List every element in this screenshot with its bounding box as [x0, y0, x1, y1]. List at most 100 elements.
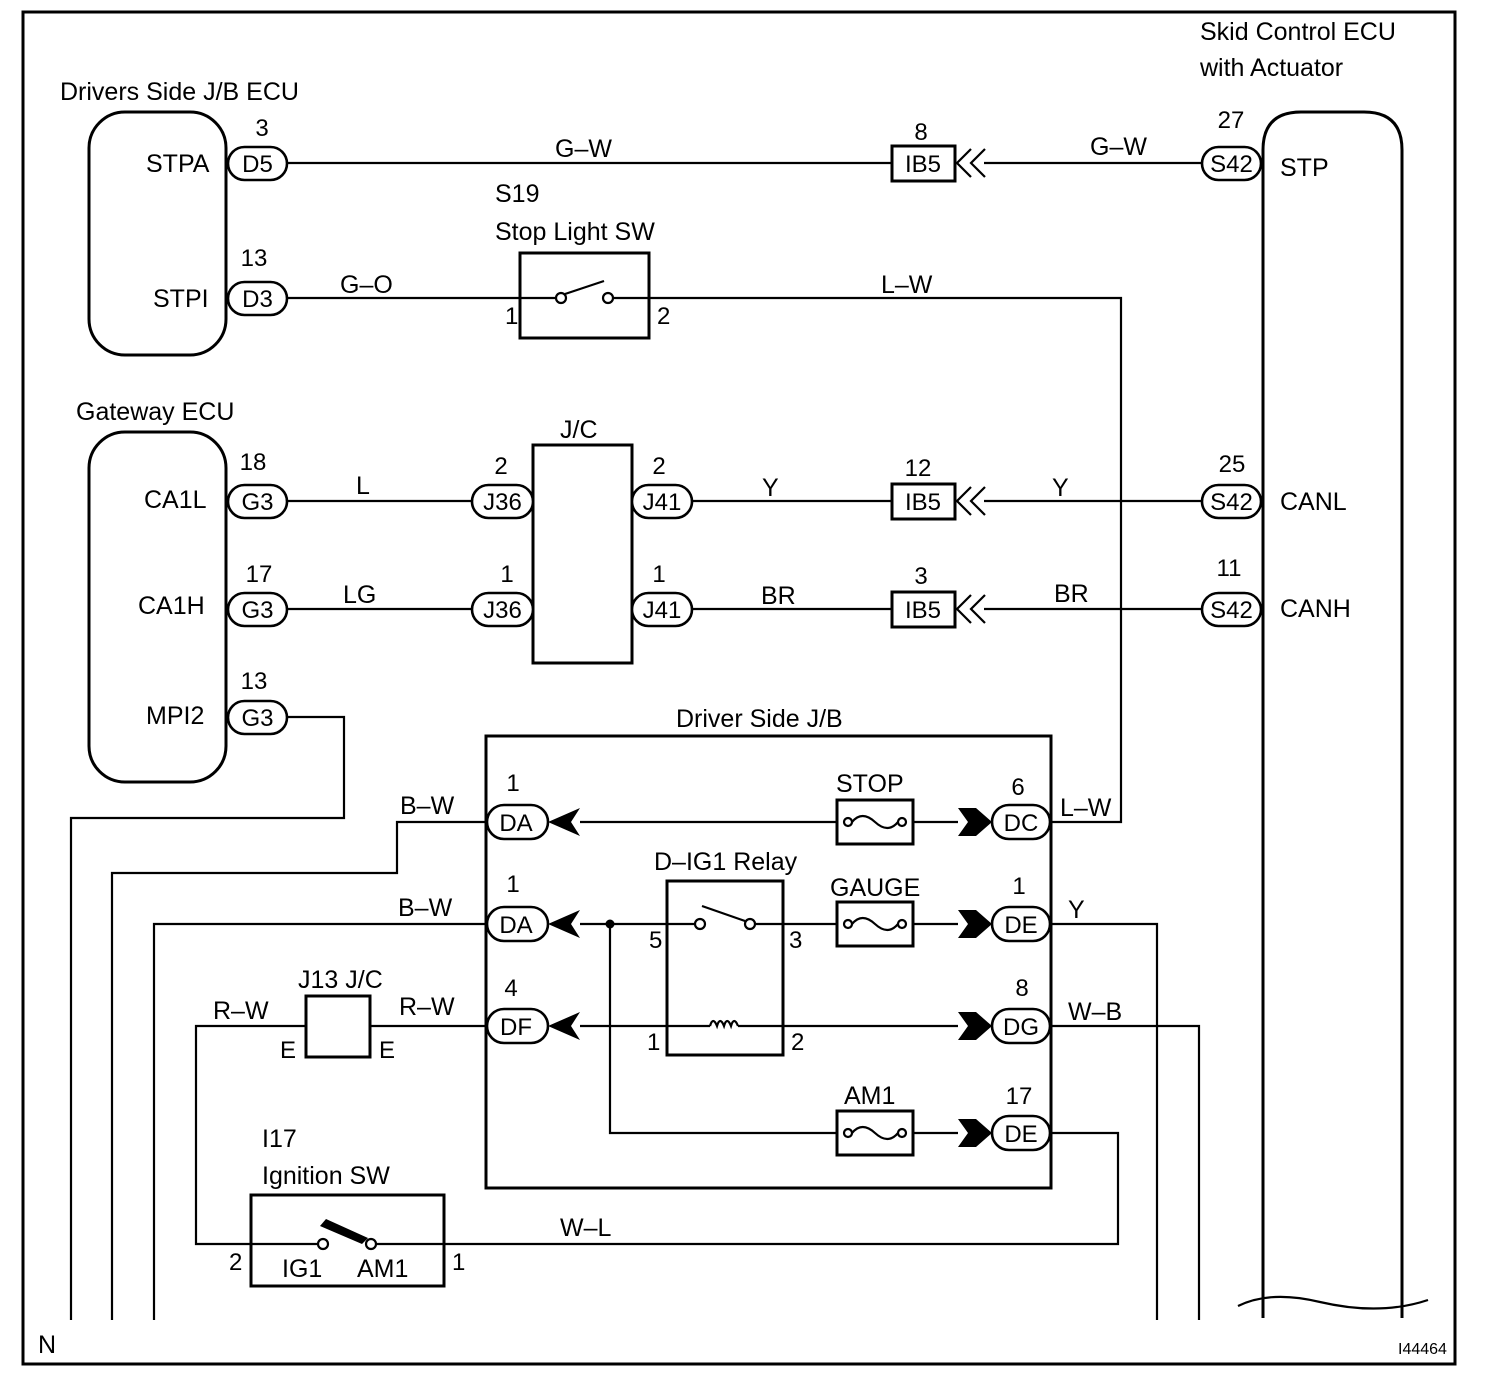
connector-de-2: DE 17 — [990, 1083, 1052, 1152]
j41-a-code: J41 — [643, 489, 682, 516]
ib5-connector-canh: IB5 3 — [890, 563, 987, 629]
ignition-sw-ig1: IG1 — [282, 1255, 322, 1283]
connector-j36-a: J36 2 — [470, 453, 535, 520]
g3-mpi2-pin: 13 — [241, 668, 268, 695]
d3-pin: 13 — [241, 245, 268, 272]
connector-j41-b: J41 1 — [630, 561, 694, 628]
g3-ca1h-pin: 17 — [246, 561, 273, 588]
j13-left-e: E — [280, 1037, 296, 1064]
pin-stpa-label: STPA — [146, 150, 210, 178]
wire-label-l: L — [356, 472, 370, 500]
dc-code: DC — [1004, 810, 1039, 837]
ignition-sw-am1: AM1 — [357, 1255, 408, 1283]
connector-de-1: DE 1 — [990, 873, 1052, 943]
stop-light-sw-pin2: 2 — [657, 303, 670, 330]
wire-label-wb: W–B — [1068, 998, 1122, 1026]
relay-label: D–IG1 Relay — [654, 848, 798, 876]
ignition-switch: I17 Ignition SW IG1 AM1 2 1 — [229, 1125, 465, 1288]
wire-label-y-right: Y — [1052, 474, 1069, 502]
s42-stp-pin: 27 — [1218, 107, 1245, 134]
j13-box — [304, 994, 372, 1059]
connector-j41-a: J41 2 — [630, 453, 694, 520]
connector-g3-ca1h: G3 17 — [226, 561, 289, 628]
j13-right-e: E — [379, 1037, 395, 1064]
fuse-gauge: GAUGE — [830, 874, 920, 948]
skid-ecu-label-line1: Skid Control ECU — [1200, 18, 1396, 46]
connector-d5: D5 3 — [226, 115, 289, 182]
wire-label-bw-1: B–W — [400, 792, 455, 820]
ib5-canh-code: IB5 — [905, 597, 941, 624]
fuse-am1: AM1 — [835, 1082, 915, 1157]
jc-box — [531, 443, 634, 665]
wire-label-go: G–O — [340, 271, 393, 299]
j36-b-code: J36 — [483, 597, 522, 624]
wire-label-lw-top: L–W — [881, 271, 933, 299]
connector-dc: DC 6 — [990, 774, 1052, 841]
wire-label-gw-right: G–W — [1090, 133, 1147, 161]
pin-ca1l-label: CA1L — [144, 486, 207, 514]
g3-ca1l-code: G3 — [241, 489, 273, 516]
wire-label-lg: LG — [343, 581, 376, 609]
ignition-sw-box — [249, 1193, 446, 1288]
wire-color-labels: G–W G–W G–O L–W L Y Y LG BR BR B–W B–W R… — [213, 133, 1147, 1242]
de-1-code: DE — [1004, 912, 1037, 939]
j36-a-pin: 2 — [494, 453, 507, 480]
driver-side-jb-box — [484, 734, 1053, 1190]
ignition-sw-id: I17 — [262, 1125, 297, 1153]
skid-ecu-label-line2: with Actuator — [1199, 54, 1343, 82]
wires — [69, 161, 1202, 1320]
de-1-pin: 1 — [1012, 873, 1025, 900]
ib5-canl-code: IB5 — [905, 489, 941, 516]
fuse-am1-label: AM1 — [844, 1082, 895, 1110]
skid-pin-canl: CANL — [1280, 488, 1347, 516]
s42-canh-code: S42 — [1210, 597, 1253, 624]
d5-code: D5 — [242, 151, 273, 178]
ib5-top-code: IB5 — [905, 151, 941, 178]
d3-code: D3 — [242, 286, 273, 313]
fuse-gauge-label: GAUGE — [830, 874, 920, 902]
da-2-code: DA — [499, 912, 532, 939]
ignition-sw-pin1: 1 — [452, 1249, 465, 1276]
fuse-stop: STOP — [835, 770, 915, 846]
relay-pin3: 3 — [789, 927, 802, 954]
j41-b-code: J41 — [643, 597, 682, 624]
fuse-stop-label: STOP — [836, 770, 904, 798]
j13-junction: J13 J/C E E — [280, 966, 395, 1064]
corner-letter: N — [38, 1331, 56, 1359]
skid-ecu-break — [1237, 1295, 1429, 1310]
figure-id: I44464 — [1398, 1341, 1447, 1358]
wire-label-gw-left: G–W — [555, 135, 612, 163]
dc-pin: 6 — [1011, 774, 1024, 801]
pin-stpi-label: STPI — [153, 285, 209, 313]
stop-light-sw-id: S19 — [495, 180, 539, 208]
wire-label-wl: W–L — [560, 1214, 612, 1242]
skid-pin-canh: CANH — [1280, 595, 1351, 623]
drivers-jb-ecu-body — [87, 110, 228, 357]
relay-pin2: 2 — [791, 1029, 804, 1056]
connector-da-2: DA 1 — [485, 871, 550, 943]
gateway-ecu-label: Gateway ECU — [76, 398, 234, 426]
wire-label-br-mid: BR — [761, 582, 796, 610]
ib5-top-pin: 8 — [914, 119, 927, 146]
g3-mpi2-code: G3 — [241, 705, 273, 732]
de-2-code: DE — [1004, 1121, 1037, 1148]
relay-box — [665, 879, 785, 1057]
gateway-ecu: Gateway ECU CA1L CA1H MPI2 — [76, 398, 234, 784]
wire-label-y-de: Y — [1068, 896, 1085, 924]
ib5-connector-top: IB5 8 — [890, 119, 987, 183]
drivers-side-jb-ecu: Drivers Side J/B ECU STPA STPI — [60, 78, 299, 357]
relay-pin5: 5 — [649, 927, 662, 954]
skid-ecu-body — [1261, 110, 1404, 1318]
connector-da-1: DA 1 — [485, 770, 550, 841]
wire-label-rw-left: R–W — [213, 997, 269, 1025]
wire-label-br-right: BR — [1054, 580, 1089, 608]
da-1-code: DA — [499, 810, 532, 837]
da-1-pin: 1 — [506, 770, 519, 797]
connector-s42-canl: S42 25 — [1200, 451, 1263, 520]
d-ig1-relay: D–IG1 Relay 5 3 1 2 — [647, 848, 804, 1057]
stop-light-sw-label: Stop Light SW — [495, 218, 655, 246]
ib5-connector-canl: IB5 12 — [890, 455, 987, 521]
df-code: DF — [500, 1014, 532, 1041]
d5-pin: 3 — [255, 115, 268, 142]
stop-light-sw-pin1: 1 — [505, 303, 518, 330]
